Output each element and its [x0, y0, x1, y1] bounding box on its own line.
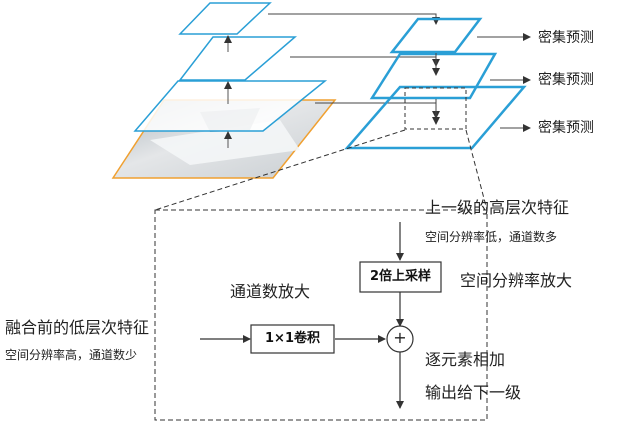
feature-pyramid: [344, 17, 527, 150]
low-level-subtitle: 空间分辨率高，通道数少: [5, 348, 138, 362]
backbone-level-3: [133, 80, 328, 132]
upsample-box: [359, 261, 442, 293]
backbone-level-1: [178, 2, 272, 35]
pyramid-level-2: [369, 52, 498, 100]
backbone-pyramid: [133, 2, 328, 132]
upsample-label: 2倍上采样: [369, 269, 432, 284]
prediction-label-3: 密集预测: [538, 120, 594, 136]
high-level-subtitle: 空间分辨率低，通道数多: [425, 230, 558, 244]
conv-box: [250, 324, 335, 354]
low-level-title: 融合前的低层次特征: [5, 318, 150, 337]
prediction-label-2: 密集预测: [538, 72, 594, 88]
pyramid-level-3: [344, 85, 527, 150]
plus-symbol: +: [393, 328, 407, 347]
output-next-label: 输出给下一级: [425, 383, 522, 402]
conv-label: 1×1卷积: [265, 331, 320, 346]
prediction-label-1: 密集预测: [538, 30, 594, 46]
resolution-up-label: 空间分辨率放大: [460, 271, 573, 290]
focus-box: [404, 87, 467, 130]
detail-arrows: [200, 222, 404, 409]
add-node: [386, 325, 414, 353]
pyramid-level-1: [389, 17, 483, 54]
high-level-title: 上一级的高层次特征: [425, 198, 570, 217]
elementwise-add-label: 逐元素相加: [425, 350, 506, 369]
detail-frame: [154, 209, 488, 421]
channel-up-label: 通道数放大: [230, 282, 311, 301]
zoom-lines: [154, 129, 488, 211]
prediction-arrows: [477, 33, 531, 132]
backbone-level-2: [178, 36, 298, 81]
